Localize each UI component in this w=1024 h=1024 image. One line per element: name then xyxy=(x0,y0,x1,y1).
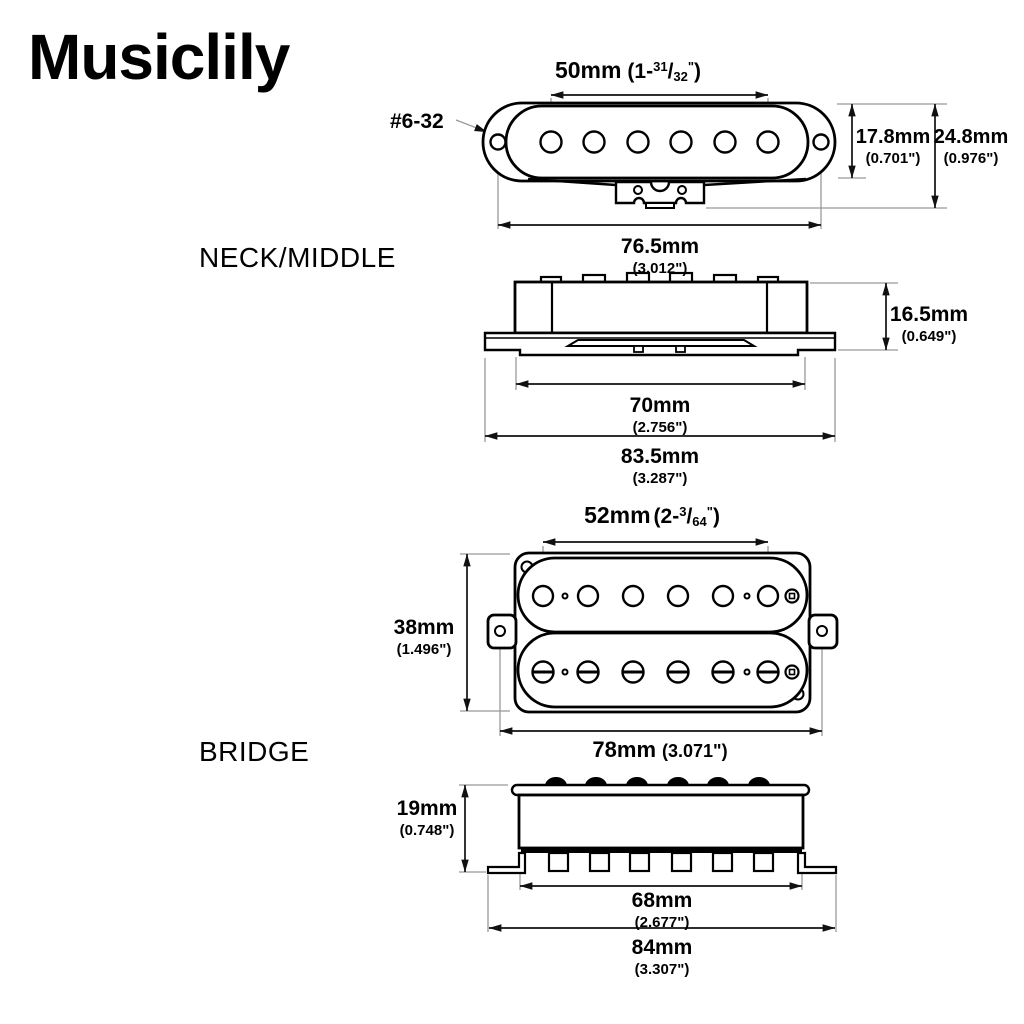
bridge-side-height-label: 19mm (0.748") xyxy=(396,797,458,839)
bridge-mount-spacing-label: 78mm(3.071") xyxy=(592,738,727,762)
neck-bottom-plate xyxy=(527,177,807,209)
neck-flange-width-label: 83.5mm (3.287") xyxy=(620,445,700,487)
fraction-close: ) xyxy=(694,60,702,83)
bridge-side-body xyxy=(517,793,805,850)
screw-head-domes xyxy=(545,777,770,786)
inch-mark: " xyxy=(706,504,713,519)
neck-total-height-label: 24.8mm (0.976") xyxy=(933,126,1009,167)
brand-logo: Musiclily xyxy=(28,21,290,93)
humbucker-coil-slug xyxy=(516,556,809,634)
neck-screw-size-label: #6-32 xyxy=(390,110,444,133)
dimension-mm: 17.8mm xyxy=(855,126,931,148)
dimension-mm: 19mm xyxy=(396,797,458,820)
neck-body-width-label: 70mm (2.756") xyxy=(629,394,691,436)
neck-pickup-side-view xyxy=(483,271,898,442)
neck-lug-left xyxy=(633,345,644,353)
fraction-denominator: 64 xyxy=(692,514,707,529)
bridge-pickup-side-view xyxy=(459,777,838,932)
bridge-height-label: 38mm (1.496") xyxy=(393,616,455,658)
fraction-slash: / xyxy=(686,505,693,528)
dimension-inch: (0.701") xyxy=(865,149,921,167)
dimension-inch: (3.287") xyxy=(632,469,688,487)
neck-cover-outline xyxy=(504,104,810,180)
dimension-inch: (0.649") xyxy=(901,327,957,345)
neck-mount-hole-right xyxy=(812,133,830,151)
bridge-side-top-bar xyxy=(510,783,811,797)
fraction-open: (1- xyxy=(627,60,654,83)
screw-leader-line xyxy=(455,119,488,133)
bridge-side-base-strip xyxy=(521,848,802,853)
inch-mark: " xyxy=(687,59,695,74)
dimension-inch: (0.748") xyxy=(399,821,455,839)
humbucker-ear-left xyxy=(486,613,518,650)
humbucker-ear-right xyxy=(807,613,839,650)
dimension-mm: 70mm xyxy=(629,394,691,417)
bridge-side-legs xyxy=(547,851,775,873)
dimension-mm: 78mm xyxy=(592,737,657,762)
screw-pole-pieces xyxy=(531,660,800,684)
neck-mount-spacing-label: 76.5mm (3.012") xyxy=(620,235,700,277)
dimension-inch: (3.307") xyxy=(634,960,690,978)
fraction-open: (2- xyxy=(653,505,680,528)
fraction-numerator: 3 xyxy=(679,504,687,519)
fraction-numerator: 31 xyxy=(653,59,668,74)
dimension-inch: (3.071") xyxy=(662,741,728,761)
neck-pole-pieces xyxy=(539,130,780,154)
neck-top-dimension-lines xyxy=(497,91,939,229)
neck-lug-right xyxy=(675,345,686,353)
bridge-side-dimension-lines xyxy=(461,784,836,932)
bridge-body-width-label: 68mm (2.677") xyxy=(631,889,693,931)
bracket-left xyxy=(486,851,527,875)
slug-pole-pieces xyxy=(531,584,800,608)
neck-mount-hole-left xyxy=(489,133,507,151)
dimension-mm: 83.5mm xyxy=(620,445,700,468)
neck-pole-spacing-label: 50mm(1-31/32") xyxy=(555,58,701,84)
dimension-mm: 76.5mm xyxy=(620,235,700,258)
fraction-denominator: 32 xyxy=(673,69,688,84)
dimension-mm: 84mm xyxy=(631,936,693,959)
dimension-mm: 50mm xyxy=(554,57,622,83)
dimension-inch: (3.012") xyxy=(632,259,688,277)
neck-pickup-top-view xyxy=(455,91,947,229)
dimension-inch: (0.976") xyxy=(943,149,999,167)
fraction-slash: / xyxy=(667,60,674,83)
neck-side-height-label: 16.5mm (0.649") xyxy=(889,303,969,345)
dimension-mm: 24.8mm xyxy=(933,126,1009,148)
bridge-top-dimension-lines xyxy=(463,538,823,735)
dimension-mm: 52mm xyxy=(584,502,651,528)
bridge-pole-spacing-label: 52mm(2-3/64") xyxy=(584,503,720,529)
dimension-inch: (2.677") xyxy=(634,913,690,931)
neck-cover-height-label: 17.8mm (0.701") xyxy=(855,126,931,167)
dimension-inch: (1.496") xyxy=(396,640,452,658)
bridge-pickup-top-view xyxy=(460,538,839,736)
bridge-total-width-label: 84mm (3.307") xyxy=(631,936,693,978)
neck-side-dimension-lines xyxy=(484,282,890,440)
dimension-mm: 68mm xyxy=(631,889,693,912)
ear-hole-right xyxy=(816,625,828,637)
section-label-bridge: BRIDGE xyxy=(199,736,310,767)
fraction-close: ) xyxy=(712,505,720,528)
bracket-right xyxy=(796,851,838,875)
dimension-inch: (2.756") xyxy=(632,418,688,436)
ear-hole-left xyxy=(494,625,506,637)
dimension-mm: 38mm xyxy=(393,616,455,639)
humbucker-coil-screw xyxy=(516,631,809,709)
dimension-mm: 16.5mm xyxy=(889,303,969,326)
neck-side-body xyxy=(513,280,809,335)
section-label-neck: NECK/MIDDLE xyxy=(199,242,396,273)
